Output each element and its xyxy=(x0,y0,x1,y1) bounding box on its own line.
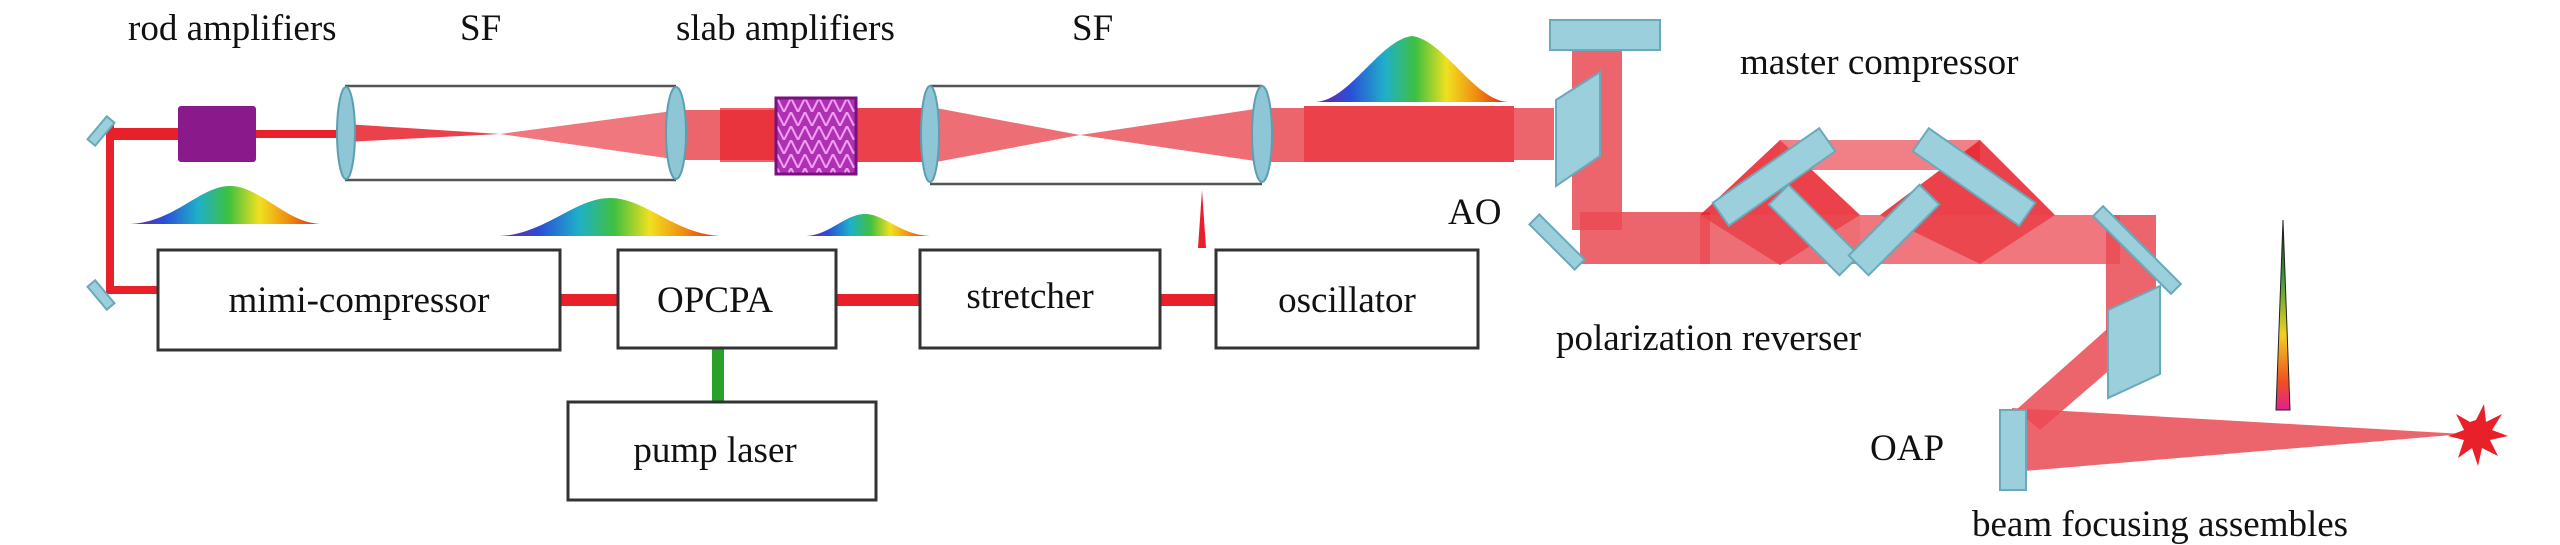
ao-prism xyxy=(1555,70,1601,188)
beam-to-ao xyxy=(1304,106,1514,162)
label-master-compressor: master compressor xyxy=(1740,42,2018,83)
beam-to-rod-amp xyxy=(106,128,178,140)
label-polarization-reverser: polarization reverser xyxy=(1556,318,1861,359)
beam-rod-to-sf xyxy=(255,130,345,138)
spectrum-icon xyxy=(1316,36,1508,102)
loop-mirror-top xyxy=(86,114,116,148)
labels: rod amplifiers SF slab amplifiers SF mas… xyxy=(128,8,2348,545)
lens-icon xyxy=(336,86,356,180)
ao-top-mirror xyxy=(1549,19,1661,51)
box-stretcher-label: stretcher xyxy=(966,276,1093,317)
label-ao: AO xyxy=(1448,192,1501,233)
focal-spot-icon xyxy=(2448,404,2508,466)
beam-loop-bottom xyxy=(106,286,158,294)
beam-sf1-converge xyxy=(345,124,500,142)
spectrum-icon xyxy=(806,214,930,236)
lens-icon xyxy=(665,86,687,180)
label-rod-amplifiers: rod amplifiers xyxy=(128,8,337,49)
polarization-mirror xyxy=(1528,213,1586,271)
lens-icon xyxy=(1251,85,1273,183)
oap-mirror xyxy=(1999,409,2027,491)
label-beam-focusing-assembles: beam focusing assembles xyxy=(1972,504,2348,545)
box-pump-laser-label: pump laser xyxy=(633,430,796,471)
grating-4 xyxy=(1847,183,1941,277)
slab-amplifier xyxy=(774,96,858,176)
box-opcpa xyxy=(616,248,838,350)
beam-sf2-converge xyxy=(936,108,1080,162)
polarizer-prism xyxy=(2107,284,2161,400)
spectrum-icon xyxy=(130,186,320,224)
beam-focus-cone xyxy=(2012,408,2464,472)
box-pump-laser xyxy=(566,400,878,502)
label-sf-1: SF xyxy=(460,8,501,49)
box-stretcher xyxy=(918,248,1162,350)
loop-mirror-bottom xyxy=(86,278,116,312)
beam-to-compressor xyxy=(1580,212,1710,264)
pump-beam xyxy=(712,348,724,404)
spatial-filter-1 xyxy=(336,84,687,182)
spatial-filter-2 xyxy=(920,84,1273,186)
link-stretcher-oscillator xyxy=(1160,294,1216,306)
beam-sf2-diverge xyxy=(1080,108,1262,162)
lens-icon xyxy=(920,85,940,183)
label-sf-2: SF xyxy=(1072,8,1113,49)
spectra xyxy=(130,36,2291,411)
turning-mirror xyxy=(2091,204,2183,296)
rod-amplifier xyxy=(178,106,256,162)
box-oscillator xyxy=(1214,248,1480,350)
box-mini-compressor-label: mimi-compressor xyxy=(228,280,489,321)
grating-2 xyxy=(1767,183,1861,277)
box-oscillator-label: oscillator xyxy=(1278,280,1416,321)
pulse-icon xyxy=(1198,190,1206,248)
grating-1 xyxy=(1711,126,1837,228)
link-opcpa-stretcher xyxy=(836,294,920,306)
beam-loop-vertical xyxy=(106,124,114,294)
focal-spectrum-icon xyxy=(2275,219,2291,411)
label-oap: OAP xyxy=(1870,428,1944,469)
component-boxes: mimi-compressor OPCPA stretcher oscillat… xyxy=(156,248,1480,502)
box-opcpa-label: OPCPA xyxy=(657,280,773,321)
spectrum-icon xyxy=(500,198,720,236)
optics xyxy=(86,19,2183,491)
beam-sf1-diverge xyxy=(500,110,680,160)
box-mini-compressor xyxy=(156,248,562,352)
link-compressor-opcpa xyxy=(560,294,618,306)
grating-3 xyxy=(1911,126,2037,228)
label-slab-amplifiers: slab amplifiers xyxy=(676,8,895,49)
